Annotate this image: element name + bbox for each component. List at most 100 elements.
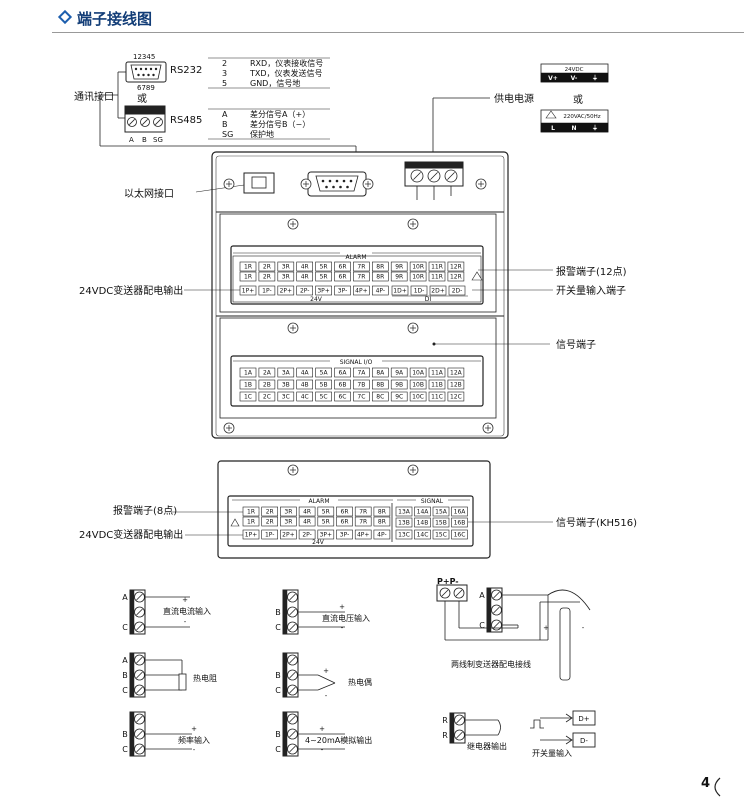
alarm2-r2-cell-label: 5R <box>322 519 330 526</box>
alarm2-r2-cell-label: 3R <box>284 519 292 526</box>
alarm-r2-cell <box>409 271 427 282</box>
rs485-desc-a: 差分信号A（+） <box>250 110 311 119</box>
alarm12-label: 报警端子(12点) <box>556 267 627 278</box>
two-wire-top-label: P+P- <box>437 577 459 586</box>
db9-pin <box>147 73 150 77</box>
sig-b-cell <box>390 379 408 390</box>
sig-c-cell <box>447 391 465 402</box>
ethernet-jack <box>251 176 267 189</box>
relay-label: 继电器输出 <box>467 742 507 751</box>
power-ac-pin: L <box>551 125 555 132</box>
alarm-r1-cell-label: 6R <box>339 264 347 271</box>
screw-slot <box>289 608 296 616</box>
polarity-minus: - <box>184 618 187 626</box>
alarm-r2-cell <box>371 271 389 282</box>
sig-c-cell <box>353 391 370 402</box>
polarity-plus: + <box>323 667 329 675</box>
sig-b-cell-label: 7B <box>357 382 365 389</box>
alarm-r3-cell-label: 4P- <box>376 288 385 295</box>
sig-a-cell-label: 11A <box>431 370 444 377</box>
alarm-r2-cell <box>239 271 257 282</box>
alarm2-r3-cell-label: 4P+ <box>357 532 369 539</box>
terminal-freq-edge <box>129 711 135 757</box>
sig-c-cell-label: 2C <box>263 394 271 401</box>
alarm-r2-cell-label: 10R <box>412 274 424 281</box>
sig-a-cell <box>258 367 276 378</box>
power-dc-pins-bg <box>540 72 609 83</box>
di-cell <box>410 285 428 296</box>
rs485-pin-b-row: B <box>222 120 228 129</box>
v24b-label: 24V <box>312 539 325 546</box>
sig-a-cell <box>390 367 408 378</box>
di-cell-label: 2D+ <box>431 288 444 295</box>
sig-c-cell-label: 5C <box>320 394 328 401</box>
db9-pin <box>346 185 349 189</box>
alarm2-r2-cell-label: 4R <box>303 519 311 526</box>
alarm2-r3-cell-label: 4P- <box>377 532 386 539</box>
alarm-r1-cell <box>296 261 314 272</box>
alarm-r2-cell-label: 6R <box>339 274 347 281</box>
alarm-r1-cell <box>258 261 276 272</box>
alarm2-r2-cell <box>317 516 335 527</box>
sig2-1-cell-label: 15A <box>435 509 448 516</box>
alarm2-r2-cell-label: 7R <box>359 519 367 526</box>
alarm2-r2-cell-label: 2R <box>266 519 274 526</box>
page-title: 端子接线图 <box>77 10 153 28</box>
rs485-pin-sg-row: SG <box>222 130 234 139</box>
polarity-plus: + <box>339 603 345 611</box>
terminal-rtd-edge <box>129 652 135 698</box>
sig-a-cell-label: 6A <box>339 370 348 377</box>
alarm-r3-cell-label: 2P- <box>300 288 309 295</box>
terminal-label: B <box>122 671 128 680</box>
screw-slot <box>430 172 438 180</box>
terminal-label: B <box>275 671 281 680</box>
db9-pin <box>134 67 138 71</box>
sig-b-cell-label: 10B <box>412 382 424 389</box>
sig-a-cell <box>334 367 351 378</box>
sig-c-cell-label: 1C <box>244 394 252 401</box>
terminal-label: A <box>122 656 128 665</box>
terminal-label: C <box>122 623 128 632</box>
alarm2-r2-cell <box>373 516 391 527</box>
di-cell <box>429 285 447 296</box>
di-minus-label: D- <box>580 737 588 745</box>
polarity-minus: - <box>341 624 344 632</box>
di-cell-label: 1D+ <box>393 288 406 295</box>
vdc24b-label: 24VDC变送器配电输出 <box>79 530 184 541</box>
alarm-r1-cell-label: 11R <box>431 264 443 271</box>
sig2-3-cell <box>395 529 413 540</box>
sig2-2-cell-label: 16B <box>454 520 466 527</box>
alarm-r2-cell <box>428 271 446 282</box>
alarm2-r2-cell <box>242 516 260 527</box>
alarm-r2-cell-label: 1R <box>244 274 252 281</box>
sig-b-cell-label: 9B <box>395 382 403 389</box>
arrow-icon <box>565 713 573 723</box>
db9-pin <box>154 67 158 71</box>
alarm2-r2-cell <box>354 516 372 527</box>
db9-top-pins: 12345 <box>133 53 156 61</box>
rs485-terminal-top <box>124 105 166 115</box>
alarm2-title: ALARM <box>308 498 329 505</box>
terminal-label: A <box>122 593 128 602</box>
sig2-1-cell-label: 13A <box>398 509 411 516</box>
power-dc-pin: ⏚ <box>592 75 598 82</box>
screw-slot <box>155 119 161 125</box>
terminal-label: C <box>275 686 281 695</box>
terminal-label: A <box>479 591 485 600</box>
terminal-tc-edge <box>282 652 288 698</box>
sig-b-cell <box>353 379 370 390</box>
alarm-r3-cell-label: 1P- <box>262 288 271 295</box>
db9-pin <box>137 73 140 77</box>
screw-slot <box>493 591 500 599</box>
sig-a-cell-label: 7A <box>357 370 366 377</box>
alarm2-r2-cell-label: 8R <box>378 519 386 526</box>
warning-icon <box>230 518 240 527</box>
alarm-r1-cell-label: 9R <box>395 264 403 271</box>
power-dc-pin: V- <box>571 75 578 82</box>
sig-a-cell <box>296 367 314 378</box>
alarm-r2-cell-label: 4R <box>301 274 309 281</box>
v24-label: 24V <box>310 296 323 303</box>
screw-slot <box>493 621 500 629</box>
polarity-plus: + <box>191 725 197 733</box>
sig-a-cell-label: 1A <box>244 370 253 377</box>
